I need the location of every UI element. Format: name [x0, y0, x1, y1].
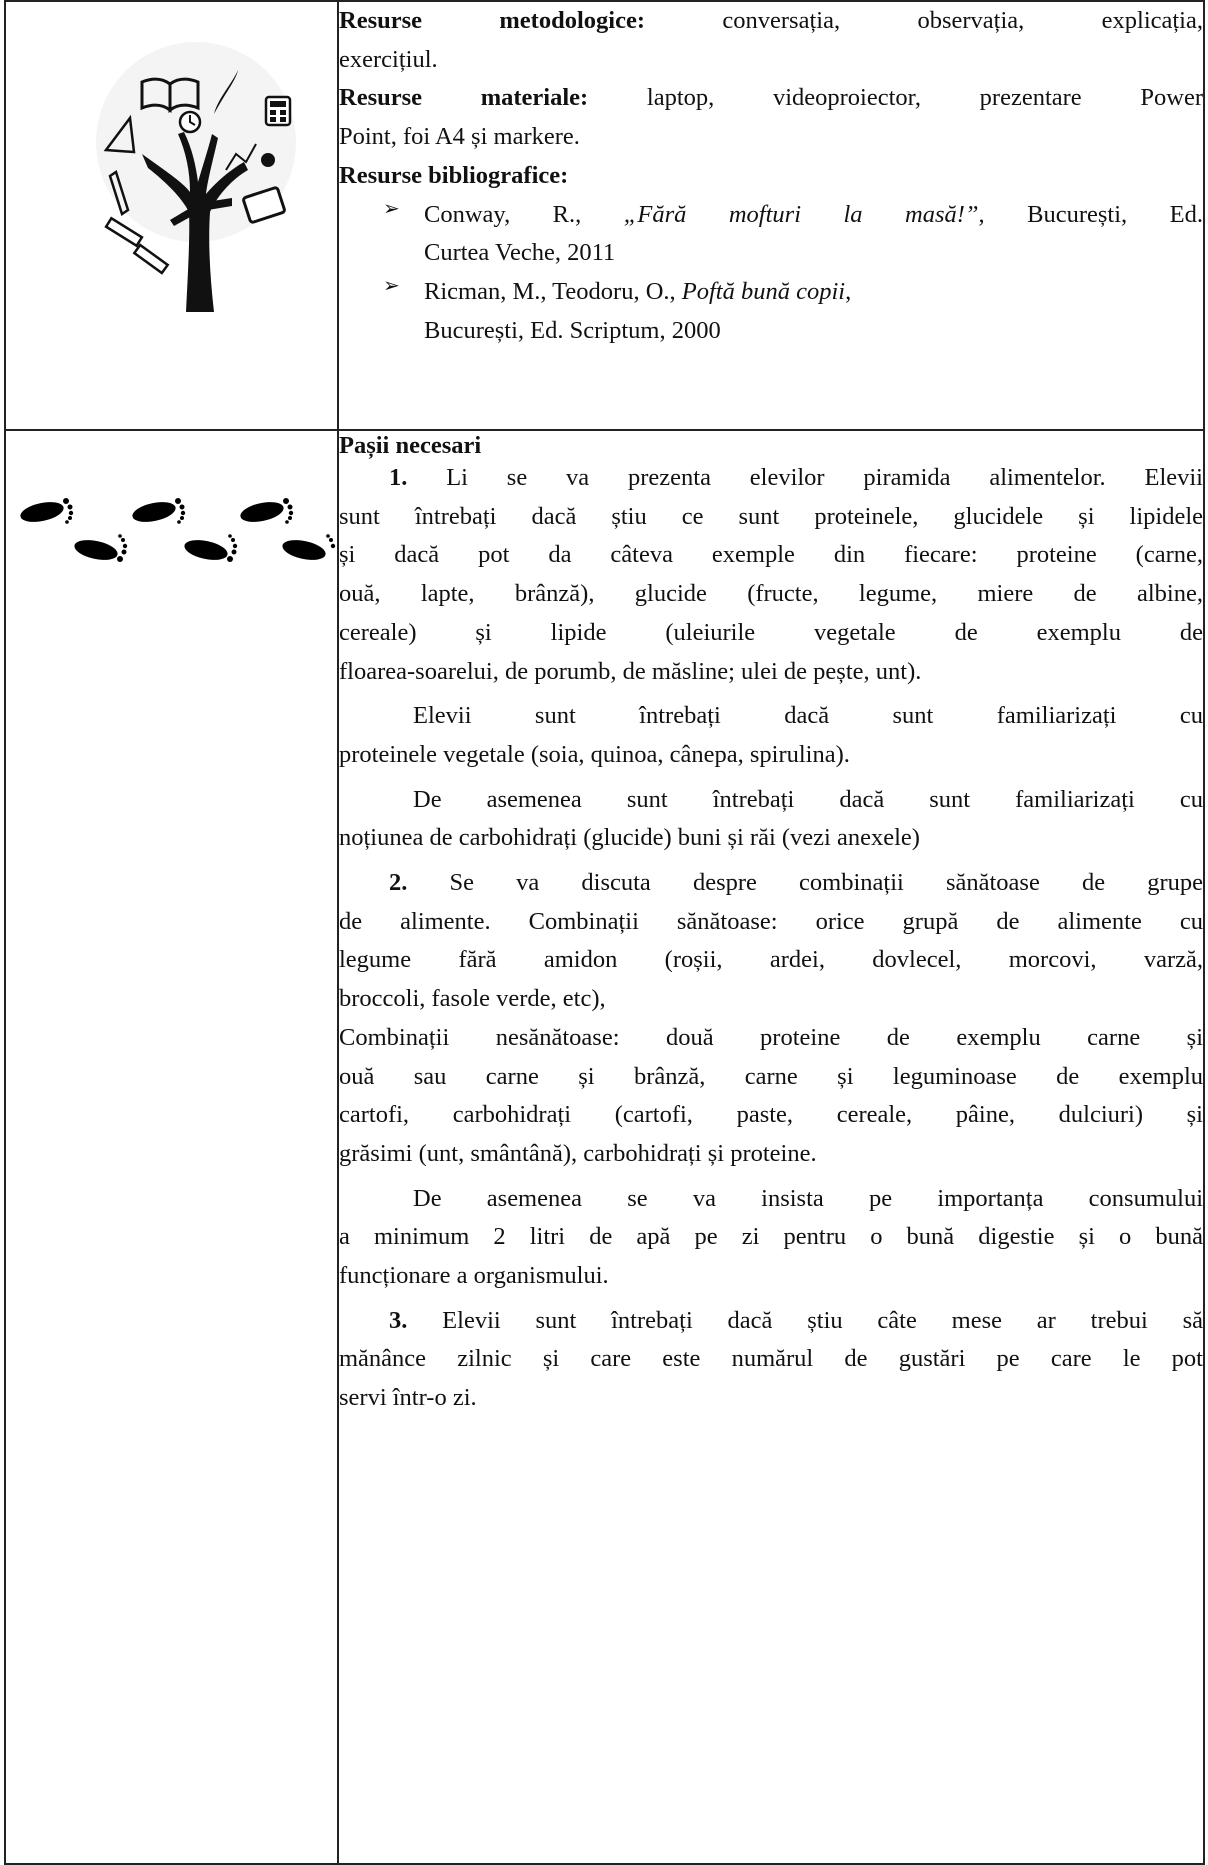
arrow-bullet-icon: ➢ [383, 272, 400, 297]
methodological-resources-line1: Resurse metodologice: conversația, obser… [339, 7, 1203, 34]
resources-icon-cell [4, 0, 339, 562]
lesson-table: Resurse metodologice: conversația, obser… [4, 0, 1205, 1865]
bibliographic-resources-heading: Resurse bibliografice: [339, 161, 569, 189]
material-resources-line2: Point, foi A4 și markere. [339, 123, 580, 151]
bibliography-item: ➢ Conway, R., „Fără mofturi la masă!”, B… [383, 195, 1203, 267]
steps-icon-cell [4, 429, 339, 1865]
resources-text-cell: Resurse metodologice: conversația, obser… [337, 0, 1205, 431]
resources-row: Resurse metodologice: conversația, obser… [4, 0, 1205, 562]
steps-heading: Pașii necesari [339, 432, 482, 459]
methodological-resources-line2: exercițiul. [339, 45, 438, 73]
bibliography-item: ➢ Ricman, M., Teodoru, O., Poftă bună co… [383, 272, 852, 344]
material-resources-line1: Resurse materiale: laptop, videoproiecto… [339, 84, 1203, 112]
arrow-bullet-icon: ➢ [383, 195, 400, 220]
steps-text-cell: Pașii necesari 1. Li se va prezenta elev… [337, 429, 1205, 1865]
steps-row: Pașii necesari 1. Li se va prezenta elev… [4, 429, 1205, 1865]
education-tree-icon [96, 42, 296, 312]
